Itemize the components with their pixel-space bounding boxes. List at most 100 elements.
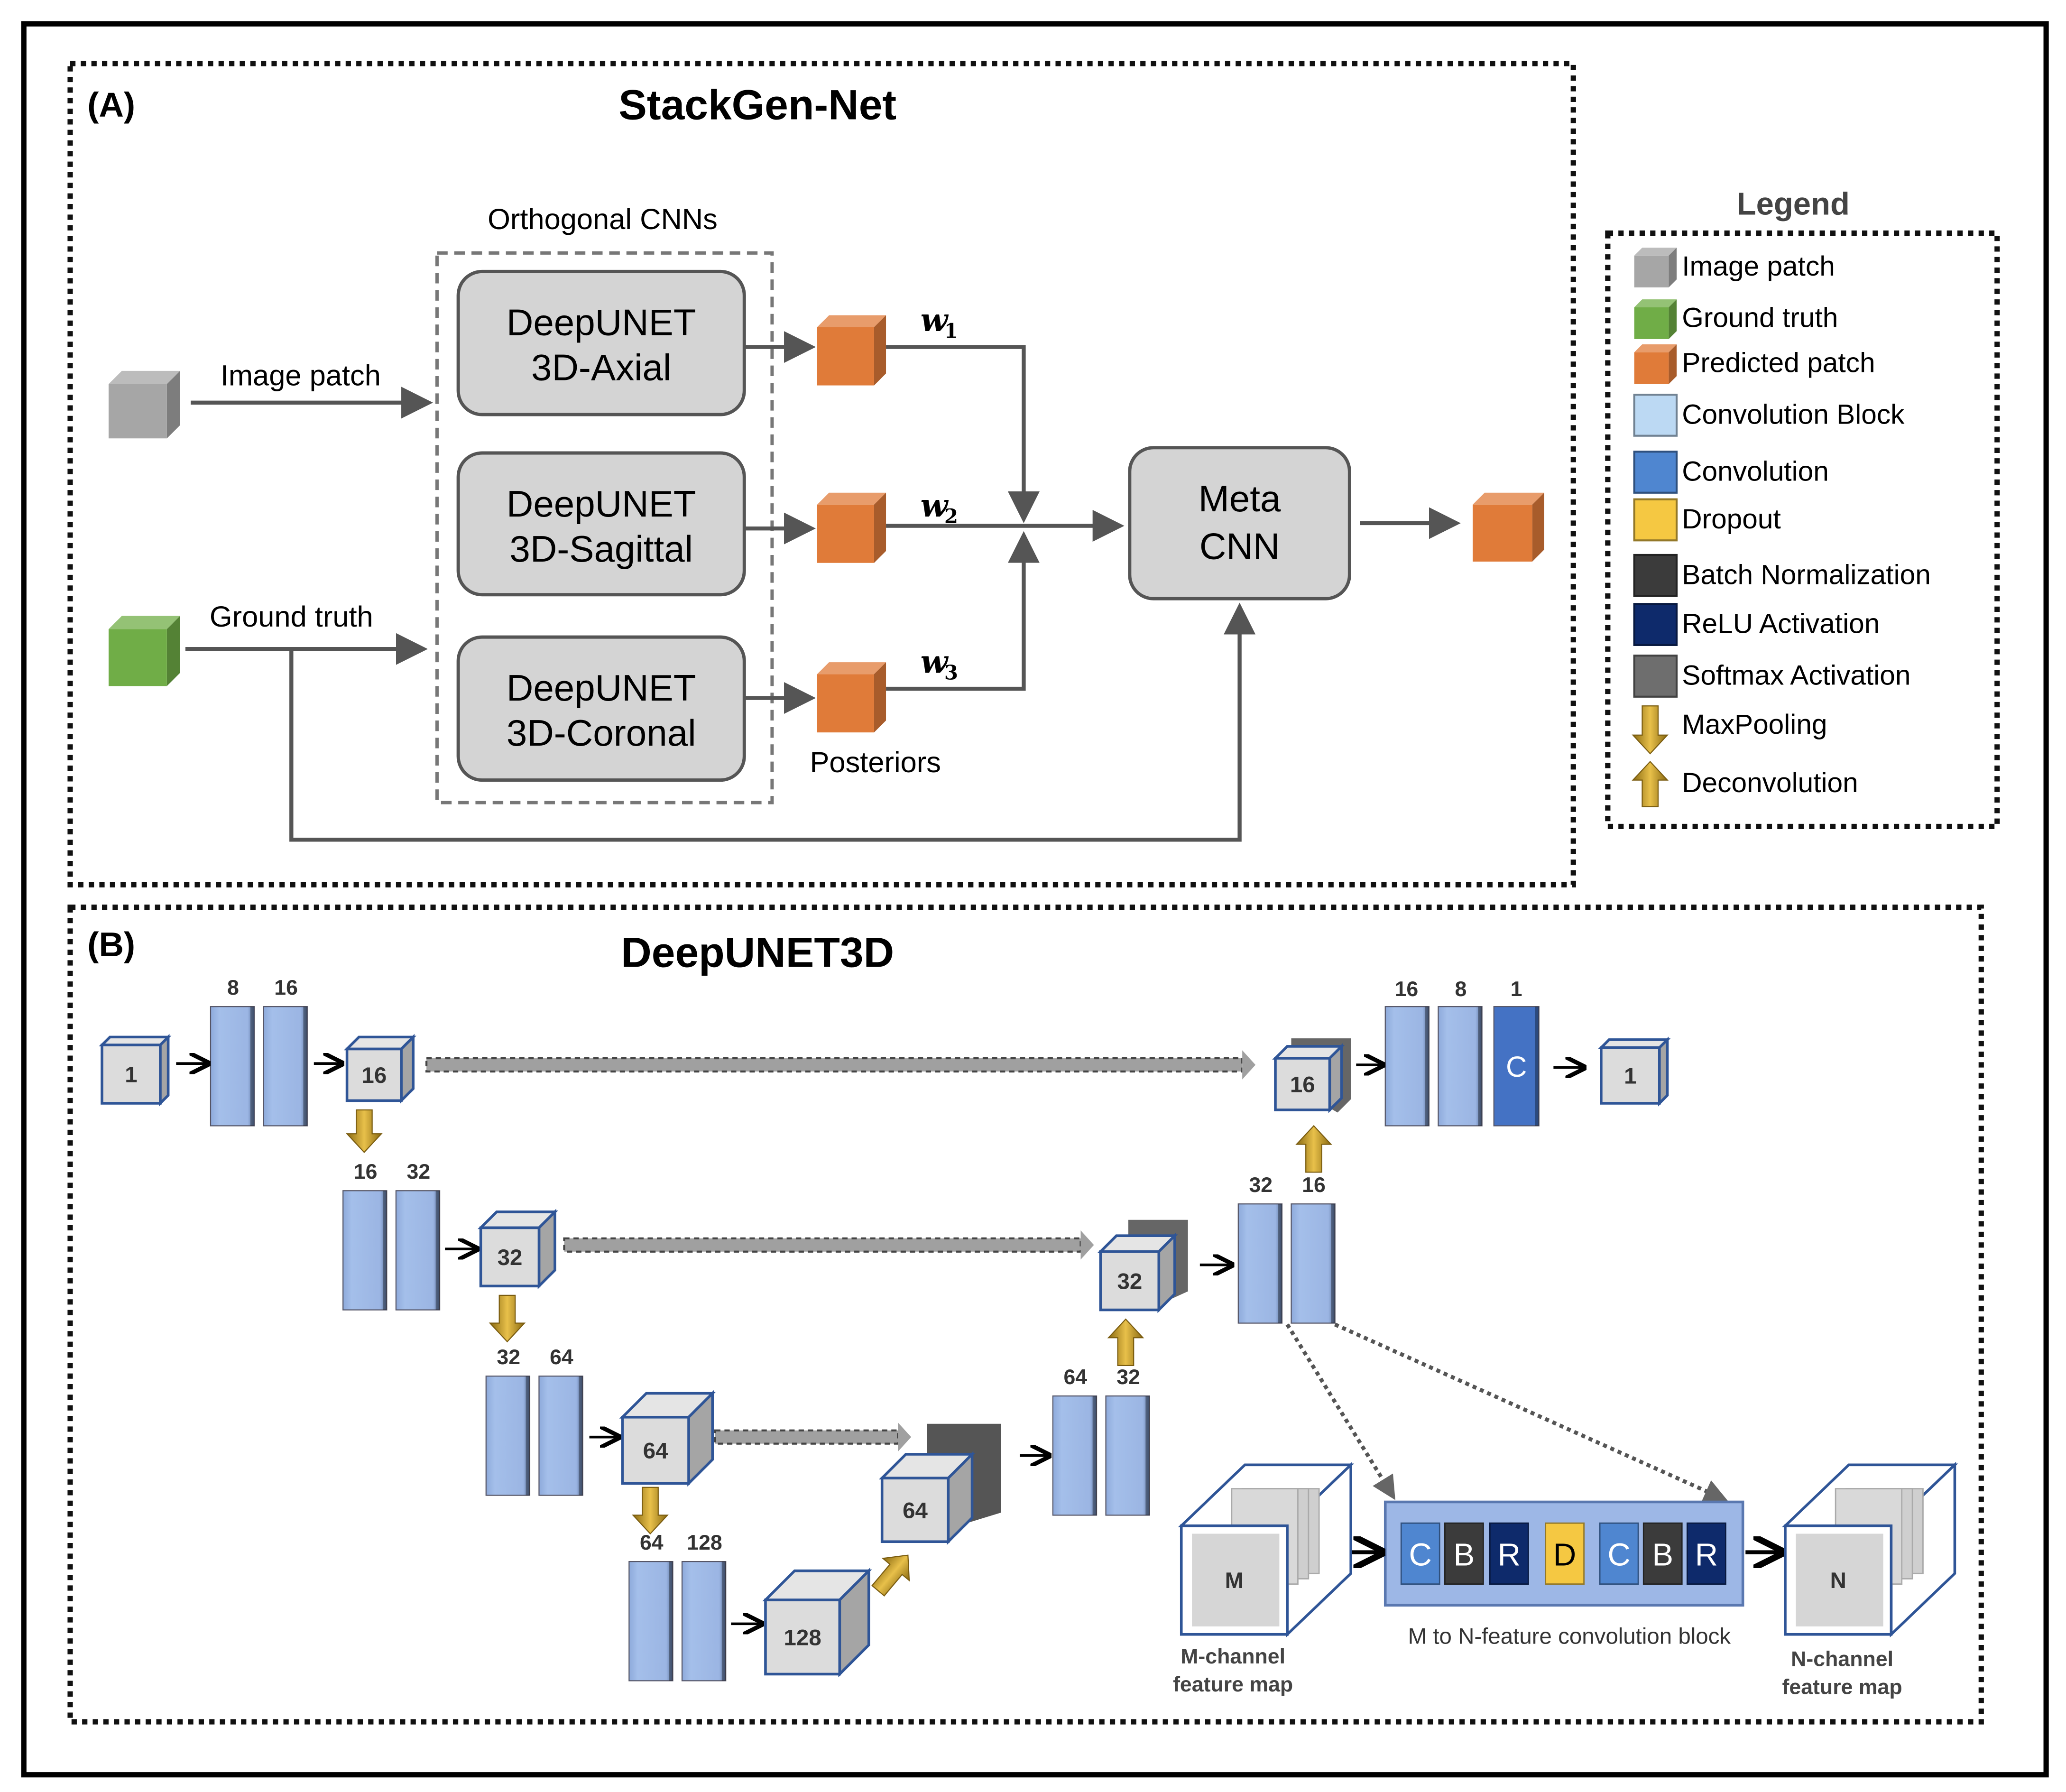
maxpool-arrow-2	[489, 1294, 526, 1343]
dec2-conv-bar-1	[1237, 1203, 1283, 1324]
pool1-cube-side	[400, 1034, 415, 1104]
posterior-cube-1-front	[817, 327, 874, 386]
legend-orange-cube-icon-front	[1634, 352, 1669, 384]
cnn-box-1-line2: 3D-Axial	[531, 346, 671, 388]
block-layer-7	[1687, 1522, 1726, 1585]
dec2-conv-bar-2-body	[1291, 1203, 1336, 1324]
legend-yellow-block-icon	[1633, 498, 1678, 542]
legend-item-label: Softmax Activation	[1682, 660, 1910, 691]
n-caption-1: N-channel	[1791, 1648, 1893, 1671]
cnn-box-2	[456, 451, 746, 597]
dec3-channel-2: 32	[1116, 1366, 1140, 1389]
input-cube: 1	[99, 1034, 172, 1107]
outer-border	[21, 21, 2049, 1778]
legend-item-label: Deconvolution	[1682, 767, 1858, 798]
legend-dark-block-icon	[1633, 554, 1678, 597]
legend-item-label: Batch Normalization	[1682, 559, 1931, 590]
dec1-final-conv-bar-body	[1493, 1006, 1540, 1127]
enc3-conv-bar-2-shadow	[579, 1376, 583, 1496]
pool1-cube: 16	[343, 1034, 416, 1104]
m-channel-feature-map-letter: M	[1225, 1568, 1244, 1593]
weight-w1-subscript: 1	[944, 319, 958, 342]
legend-item-relu-activation: ReLU Activation	[1633, 603, 1880, 646]
enc1-conv-bar-2-shadow	[303, 1007, 307, 1126]
enc4-conv-bar-1-shadow	[669, 1561, 673, 1681]
w3-line	[886, 531, 1040, 691]
input-cube-front	[101, 1044, 162, 1105]
m-channel-feature-map-front-sheet	[1192, 1533, 1280, 1626]
dec3-channel-1: 64	[1064, 1366, 1088, 1389]
dec1-channel-2: 8	[1455, 978, 1466, 1001]
block-layer-6-letter: B	[1652, 1537, 1673, 1573]
legend-green-cube-icon-top	[1634, 299, 1677, 307]
legend-item-label: Ground truth	[1682, 303, 1838, 333]
legend-item-deconvolution: Deconvolution	[1632, 760, 1858, 807]
weight-w2-subscript: 2	[944, 505, 958, 528]
ground-truth-cube-front	[108, 629, 167, 686]
maxpool-arrow-3	[632, 1487, 669, 1535]
panel-a-label: (A)	[87, 86, 135, 124]
pool3-cube-front	[621, 1415, 690, 1485]
legend-gray-block-icon	[1633, 655, 1678, 698]
enc1-conv-bar-2	[263, 1006, 308, 1127]
weight-w1: w	[921, 301, 949, 339]
enc2-conv-bar-1-shadow	[382, 1191, 387, 1310]
up1-cube-front	[1274, 1057, 1331, 1111]
legend-orange-cube-icon	[1634, 344, 1677, 384]
predicted-patch-cube-side	[1532, 492, 1544, 562]
enc1-conv-bar-1	[210, 1006, 255, 1127]
up3-cube-label: 64	[903, 1498, 928, 1523]
legend-item-convolution-block: Convolution Block	[1633, 394, 1905, 437]
block-layer-1	[1400, 1522, 1440, 1585]
dec2-conv-bar-1-body	[1237, 1203, 1283, 1324]
image-patch-cube	[108, 370, 180, 439]
legend-item-ground-truth: Ground truth	[1634, 299, 1838, 339]
legend-item-maxpooling: MaxPooling	[1632, 705, 1827, 755]
dec1-conv-bar-1-shadow	[1425, 1007, 1429, 1126]
enc4-conv-bar-2	[681, 1561, 727, 1681]
legend-item-predicted-patch: Predicted patch	[1634, 344, 1875, 384]
enc1-channel-2: 16	[274, 976, 298, 999]
maxpool-arrow-1-shape	[346, 1109, 383, 1153]
maxpool-arrow-2-shape	[489, 1294, 526, 1343]
enc3-channel-2: 64	[550, 1346, 573, 1369]
enc2-conv-bar-1	[342, 1190, 387, 1311]
up3-cube: 64	[878, 1451, 976, 1545]
posterior-cube-3-top	[817, 662, 886, 674]
legend-item-dropout: Dropout	[1633, 498, 1781, 542]
predicted-patch-cube-front	[1473, 504, 1532, 562]
posterior-cube-2	[817, 492, 886, 563]
legend-gray-cube-icon-front	[1634, 255, 1669, 287]
image-patch-label: Image patch	[221, 360, 381, 392]
legend-green-cube-icon	[1634, 299, 1677, 339]
enc4-conv-bar-1	[628, 1561, 673, 1681]
dec1-final-conv-bar-shadow	[1535, 1007, 1539, 1126]
image-patch-cube-front	[108, 384, 167, 439]
dec2-channel-1: 32	[1249, 1173, 1273, 1197]
up2-cube-front	[1099, 1250, 1161, 1312]
block-layer-5	[1599, 1522, 1639, 1585]
n-channel-feature-map-front-sheet	[1796, 1533, 1883, 1626]
enc2-conv-bar-2	[395, 1190, 441, 1311]
block-layer-3-letter: R	[1498, 1537, 1521, 1573]
cnn-box-3-line2: 3D-Coronal	[507, 712, 696, 754]
legend-deconv-arrow-icon-shape	[1632, 760, 1669, 807]
cnn-box-3	[456, 635, 746, 782]
enc1-conv-bar-1-shadow	[250, 1007, 255, 1126]
dec1-conv-bar-2	[1438, 1006, 1483, 1127]
posterior-cube-1-top	[817, 315, 886, 327]
enc4-channel-2: 128	[687, 1531, 722, 1554]
dec3-conv-bar-2	[1105, 1395, 1150, 1516]
orthogonal-cnns-label: Orthogonal CNNs	[488, 203, 718, 236]
input-cube-label: 1	[125, 1062, 137, 1088]
dec1-conv-bar-2-shadow	[1478, 1007, 1482, 1126]
m-channel-feature-map: M	[1178, 1461, 1355, 1638]
legend-item-label: Convolution Block	[1682, 399, 1905, 430]
block-caption: M to N-feature convolution block	[1408, 1624, 1731, 1649]
weight-w3-subscript: 3	[944, 661, 958, 684]
dec3-conv-bar-2-shadow	[1145, 1396, 1150, 1515]
pool2-cube-front	[479, 1226, 541, 1288]
enc3-conv-bar-1-shadow	[526, 1376, 530, 1496]
posterior-cube-2-top	[817, 492, 886, 505]
dec1-conv-bar-2-body	[1438, 1006, 1483, 1127]
